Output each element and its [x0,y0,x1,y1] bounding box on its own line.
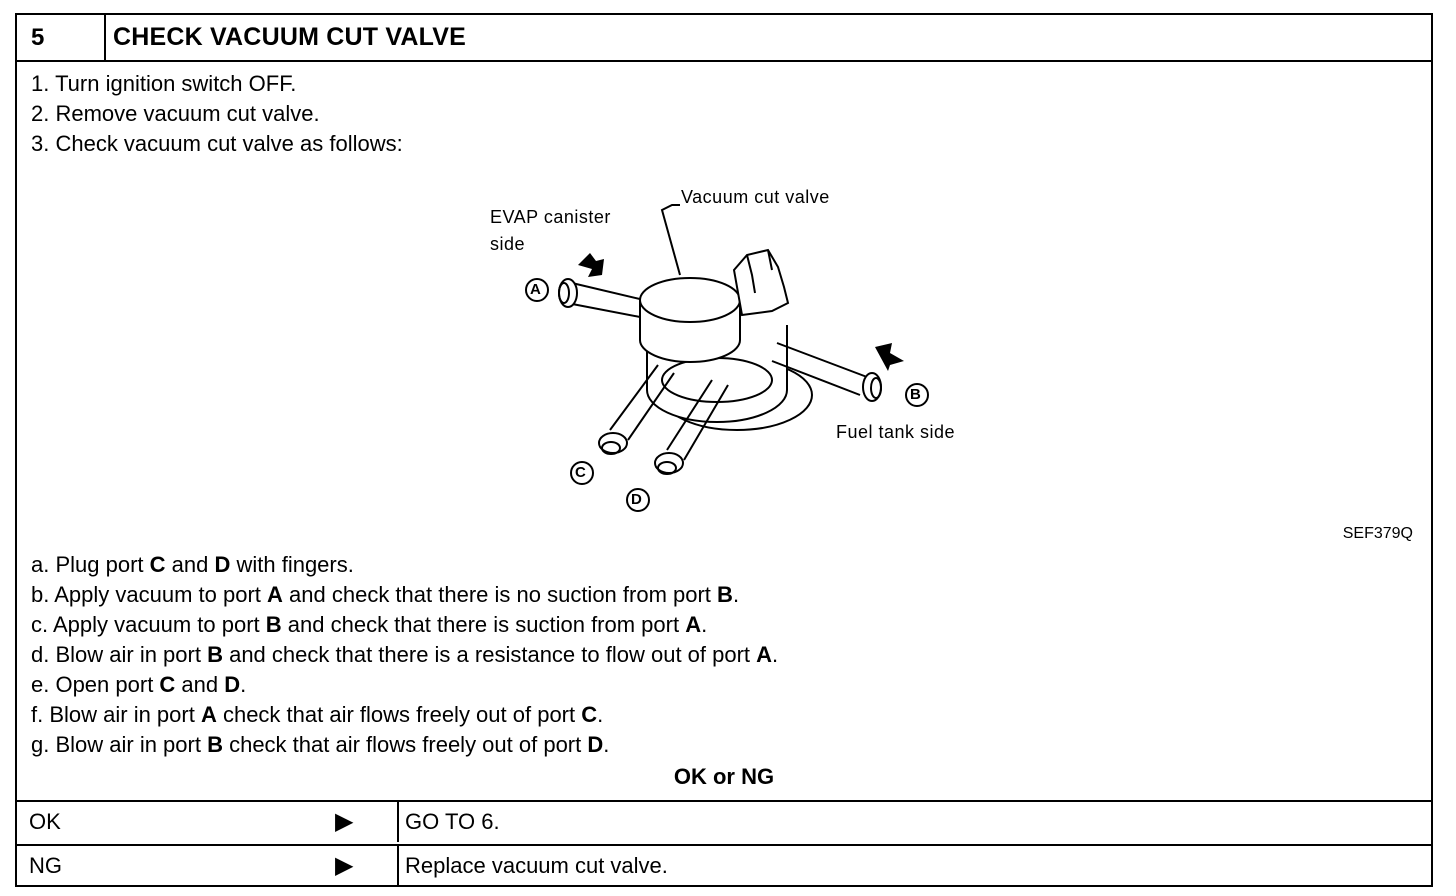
port-ref: A [756,642,773,667]
result-heading: OK or NG [673,764,775,789]
port-ref: D [587,732,604,757]
check-item-g: g. Blow air in port B check that air flo… [31,730,778,760]
port-a-label: A [530,281,542,298]
fuel-tank-side-label: Fuel tank side [836,422,956,442]
port-ref: A [200,702,217,727]
port-ref: D [214,552,231,577]
check-text: and check that there is suction from por… [281,612,686,637]
check-text: . [240,672,247,697]
check-text: check that air flows freely out of port [222,732,588,757]
right-arrow-icon: ▶ [335,852,354,879]
check-item-f: f. Blow air in port A check that air flo… [31,700,778,730]
port-d-label: D [631,491,643,508]
check-text: and [165,552,215,577]
check-item-e: e. Open port C and D. [31,670,778,700]
step-title: CHECK VACUUM CUT VALVE [113,23,467,51]
port-ref: C [159,672,176,697]
check-item-c: c. Apply vacuum to port B and check that… [31,610,778,640]
port-ref: B [717,582,733,607]
evap-side-label: EVAP canister [490,207,611,227]
result-action: Replace vacuum cut valve. [405,853,668,878]
check-text: . [597,702,604,727]
port-ref: C [581,702,598,727]
figure-code: SEF379Q [1342,525,1413,542]
port-ref: D [224,672,241,697]
check-text: e. Open port [31,672,160,697]
step-number: 5 [17,15,106,60]
check-text: b. Apply vacuum to port [31,582,268,607]
port-c-label: C [575,464,587,481]
header-row: 5 CHECK VACUUM CUT VALVE [17,15,1431,62]
step-item: 3. Check vacuum cut valve as follows: [31,131,403,156]
check-text: and check that there is a resistance to … [222,642,757,667]
result-label: NG [29,853,62,878]
check-text: a. Plug port [31,552,150,577]
vacuum-cut-valve-illustration [525,204,929,512]
check-text: f. Blow air in port [31,702,201,727]
result-action: GO TO 6. [405,809,500,834]
step-list: 1. Turn ignition switch OFF. 2. Remove v… [31,69,403,159]
port-ref: A [267,582,283,607]
vacuum-cut-valve-figure: Vacuum cut valve EVAP canister side Fuel… [472,175,992,520]
check-text: and [175,672,225,697]
check-text: d. Blow air in port [31,642,208,667]
check-item-b: b. Apply vacuum to port A and check that… [31,580,778,610]
check-text: check that air flows freely out of port [216,702,582,727]
check-list: a. Plug port C and D with fingers. b. Ap… [31,550,778,760]
port-ref: B [207,732,223,757]
check-text: with fingers. [230,552,354,577]
check-text: . [772,642,779,667]
check-text: . [732,582,740,607]
port-ref: A [685,612,702,637]
port-ref: B [265,612,282,637]
column-divider [397,802,399,842]
result-row-ok: OK ▶ GO TO 6. [17,800,1431,842]
step-item: 2. Remove vacuum cut valve. [31,101,320,126]
port-ref: C [149,552,166,577]
procedure-table: 5 CHECK VACUUM CUT VALVE 1. Turn ignitio… [15,13,1433,887]
result-row-ng: NG ▶ Replace vacuum cut valve. [17,844,1431,887]
check-item-d: d. Blow air in port B and check that the… [31,640,778,670]
check-text: c. Apply vacuum to port [31,612,266,637]
right-arrow-icon: ▶ [335,808,354,835]
check-text: g. Blow air in port [31,732,208,757]
result-label: OK [29,809,61,834]
evap-side-label-line2: side [490,234,526,254]
port-ref: B [207,642,223,667]
check-text: . [603,732,610,757]
check-text: . [701,612,708,637]
check-item-a: a. Plug port C and D with fingers. [31,550,778,580]
check-text: and check that there is no suction from … [282,582,718,607]
valve-label: Vacuum cut valve [681,187,830,207]
port-b-label: B [910,386,922,403]
column-divider [397,846,399,887]
step-item: 1. Turn ignition switch OFF. [31,71,297,96]
